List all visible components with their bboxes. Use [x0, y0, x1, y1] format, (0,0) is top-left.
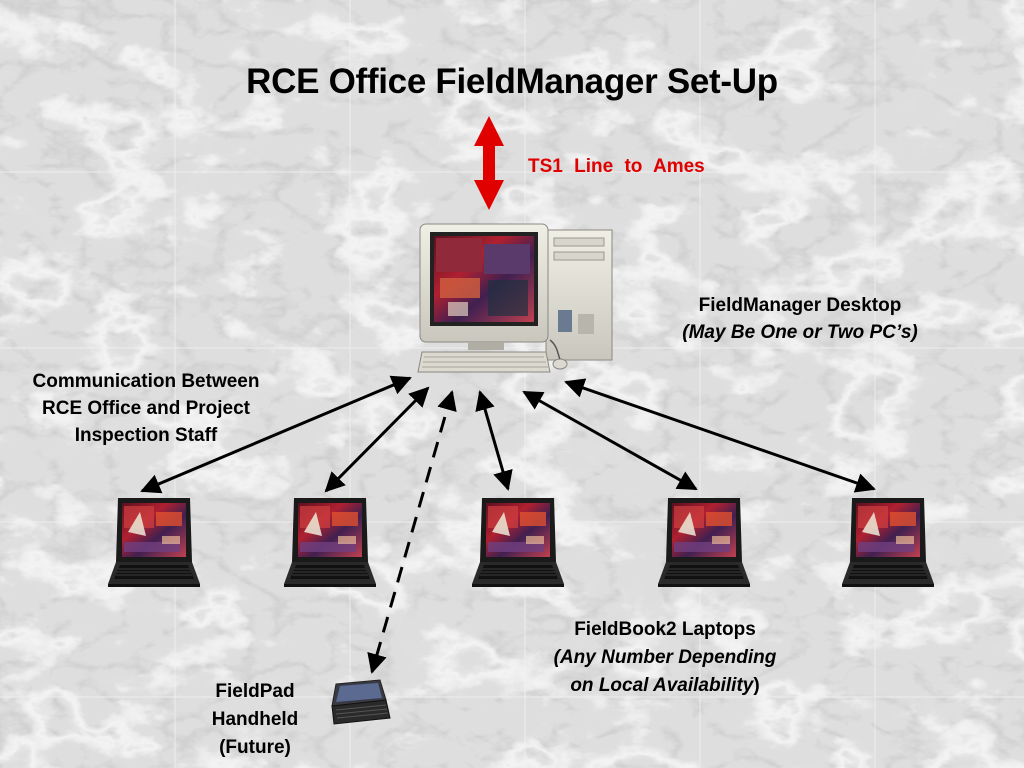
connection-arrow-laptop-4	[522, 390, 698, 491]
laptop-icon	[107, 497, 201, 588]
desktop-label: FieldManager Desktop (May Be One or Two …	[640, 292, 960, 346]
laptop-icon	[841, 497, 935, 588]
communication-label-line3: Inspection Staff	[74, 425, 218, 446]
connection-arrow-laptop-2	[324, 386, 430, 493]
handheld-device-icon	[331, 679, 391, 725]
connection-arrow-laptop-5	[564, 378, 876, 493]
laptops-label: FieldBook2 Laptops (Any Number Depending…	[520, 616, 810, 700]
laptops-label-line1: FieldBook2 Laptops	[574, 619, 756, 640]
laptop-icon	[283, 497, 377, 588]
handheld-label-line3: (Future)	[219, 737, 291, 758]
desktop-computer-icon	[417, 223, 613, 373]
handheld-label: FieldPad Handheld (Future)	[190, 678, 320, 762]
connection-arrow-handheld	[367, 390, 457, 674]
laptops-label-line3: on Local Availability	[570, 675, 754, 696]
laptops-group	[107, 497, 935, 588]
laptops-label-line3-tail: )	[753, 675, 760, 696]
communication-label-line1: Communication Between	[32, 371, 260, 392]
desktop-label-line2: (May Be One or Two PC’s)	[682, 322, 918, 343]
communication-label: Communication Between RCE Office and Pro…	[0, 368, 292, 449]
laptops-label-line2: (Any Number Depending	[553, 647, 777, 668]
laptops-label-line3-wrap: on Local Availability)	[520, 672, 810, 700]
desktop-label-line1: FieldManager Desktop	[698, 295, 902, 316]
laptop-icon	[471, 497, 565, 588]
handheld-label-line2: Handheld	[211, 709, 299, 730]
page-title: RCE Office FieldManager Set-Up	[246, 62, 778, 101]
handheld-label-line1: FieldPad	[215, 681, 295, 702]
connection-arrow-laptop-3	[475, 390, 513, 491]
uplink-arrow	[474, 116, 504, 210]
laptop-icon	[657, 497, 751, 588]
connection-arrows	[140, 375, 876, 674]
uplink-label: TS1 Line to Ames	[528, 156, 705, 177]
communication-label-line2: RCE Office and Project	[42, 398, 250, 419]
